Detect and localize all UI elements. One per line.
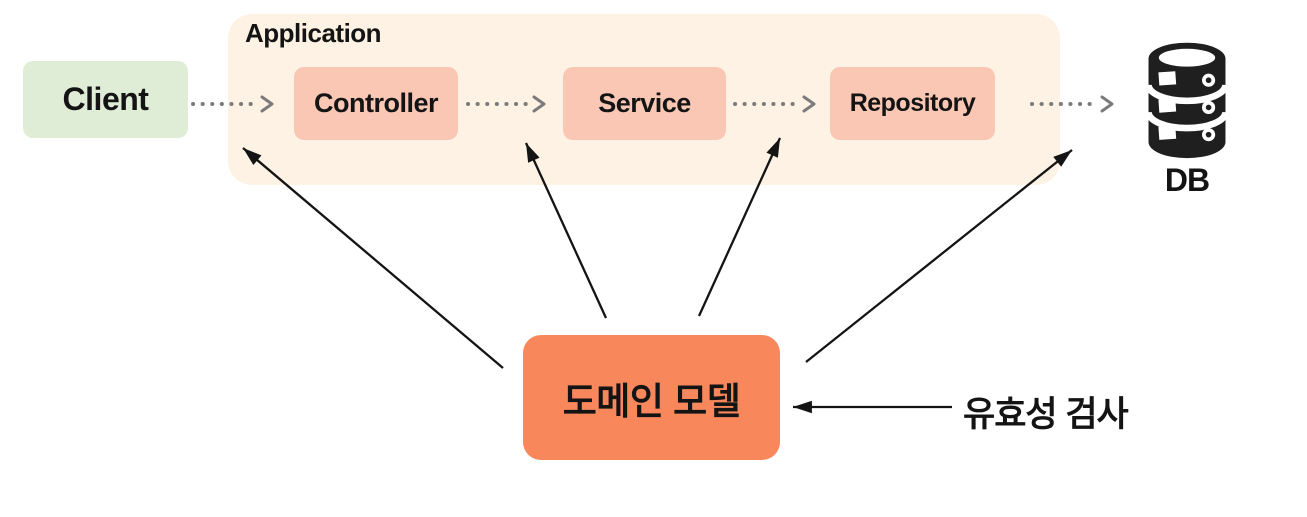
application-label: Application	[245, 18, 382, 48]
arrowhead-repository-to-db	[1100, 95, 1114, 113]
client-label: Client	[62, 81, 149, 117]
db-label: DB	[1164, 162, 1210, 198]
node-client: Client	[23, 61, 188, 138]
controller-label: Controller	[313, 88, 439, 118]
validation-label: 유효성 검사	[963, 395, 1129, 434]
domain-model-label: 도메인 모델	[562, 380, 741, 422]
service-label: Service	[598, 88, 691, 118]
repository-label: Repository	[849, 89, 976, 117]
node-service: Service	[563, 67, 726, 140]
database-icon	[1140, 38, 1234, 160]
node-controller: Controller	[294, 67, 458, 140]
node-repository: Repository	[830, 67, 995, 140]
node-domain-model: 도메인 모델	[523, 335, 780, 460]
